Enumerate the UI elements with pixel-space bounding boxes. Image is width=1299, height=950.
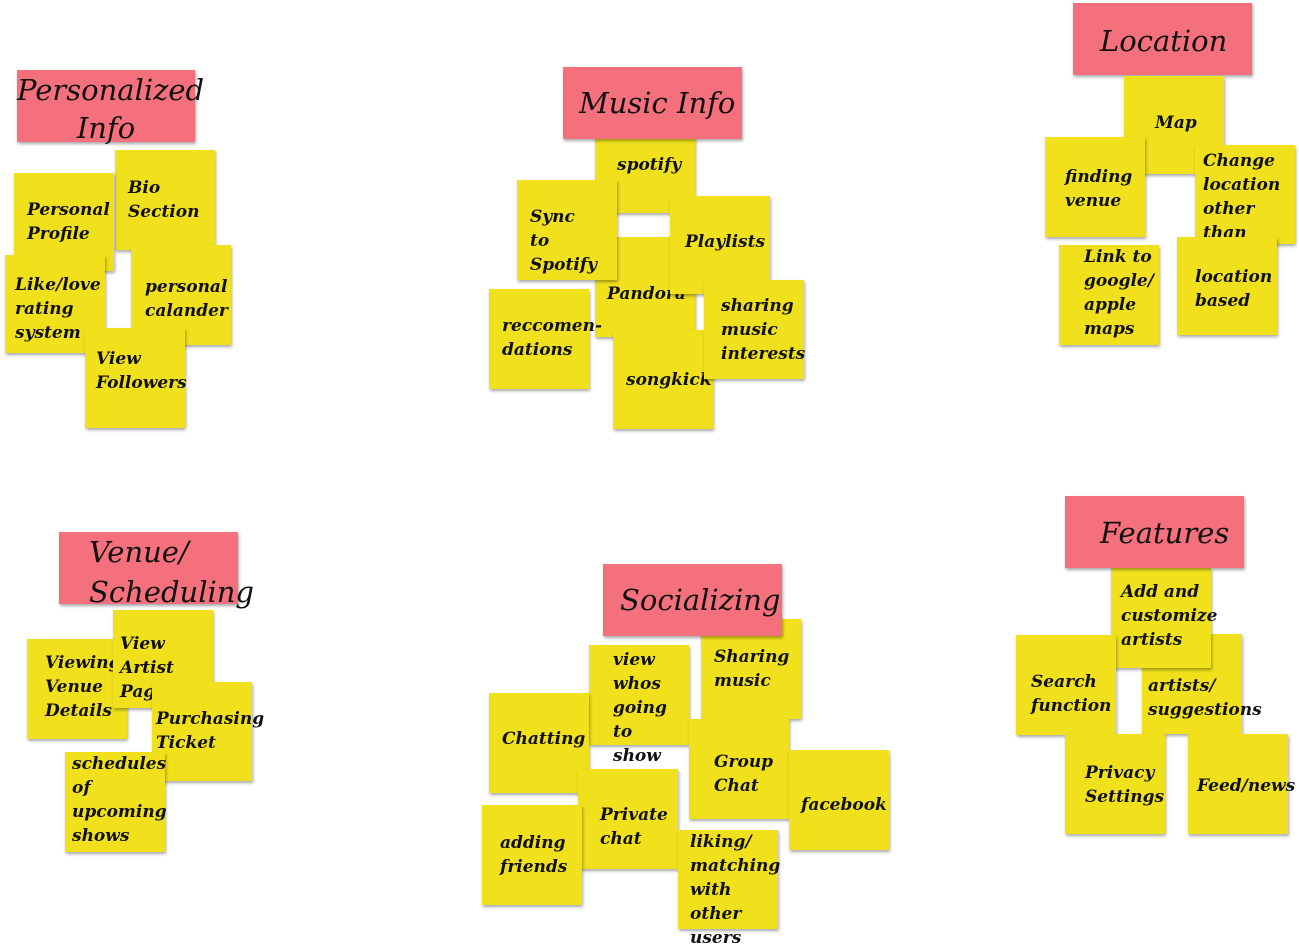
socializing-header: Socializing bbox=[603, 564, 782, 636]
chatting-note[interactable]: Chatting bbox=[489, 693, 589, 793]
liking-matching-note[interactable]: liking/ matching with other users bbox=[678, 830, 780, 948]
bio-section-note[interactable]: Bio Section bbox=[115, 150, 215, 250]
songkick-note[interactable]: songkick bbox=[613, 330, 713, 429]
sharing-music-interests-note[interactable]: sharing music interests bbox=[704, 280, 805, 379]
music-info-header: Music Info bbox=[563, 67, 742, 139]
adding-friends-note[interactable]: adding friends bbox=[482, 805, 582, 905]
personal-profile-note[interactable]: Personal Profile bbox=[14, 173, 114, 271]
view-whos-going-to-show-note[interactable]: view whos going to show bbox=[589, 645, 689, 766]
finding-venue-note[interactable]: finding venue bbox=[1045, 137, 1145, 237]
recommendations-note[interactable]: reccomen- dations bbox=[489, 289, 602, 389]
private-chat-note[interactable]: Private chat bbox=[578, 769, 678, 869]
view-followers-note[interactable]: View Followers bbox=[85, 328, 187, 428]
purchasing-ticket-note[interactable]: Purchasing Ticket bbox=[152, 682, 264, 781]
change-location-note[interactable]: Change location other than current bbox=[1195, 145, 1295, 267]
playlists-note[interactable]: Playlists bbox=[670, 196, 770, 294]
viewing-venue-details-note[interactable]: Viewing Venue Details bbox=[27, 639, 127, 739]
link-to-maps-note[interactable]: Link to google/ apple maps bbox=[1059, 245, 1159, 345]
group-chat-note[interactable]: Group Chat bbox=[689, 719, 789, 819]
features-header: Features bbox=[1065, 496, 1244, 568]
search-function-note[interactable]: Search function bbox=[1016, 635, 1116, 735]
like-love-rating-system-note[interactable]: Like/love rating system bbox=[5, 255, 105, 353]
location-header: Location bbox=[1073, 3, 1252, 75]
add-customize-artists-note[interactable]: Add and customize artists bbox=[1111, 568, 1217, 668]
personalized-info-header: Personalized Info bbox=[17, 70, 204, 145]
venue-scheduling-header: Venue/ Scheduling bbox=[59, 532, 254, 609]
privacy-settings-note[interactable]: Privacy Settings bbox=[1065, 734, 1165, 834]
location-based-note[interactable]: location based bbox=[1177, 237, 1277, 335]
facebook-note[interactable]: facebook bbox=[789, 750, 889, 850]
schedules-of-upcoming-shows-note[interactable]: schedules of upcoming shows bbox=[65, 752, 167, 852]
feed-news-note[interactable]: Feed/news bbox=[1188, 734, 1295, 834]
sync-to-spotify-note[interactable]: Sync to Spotify bbox=[517, 180, 617, 280]
